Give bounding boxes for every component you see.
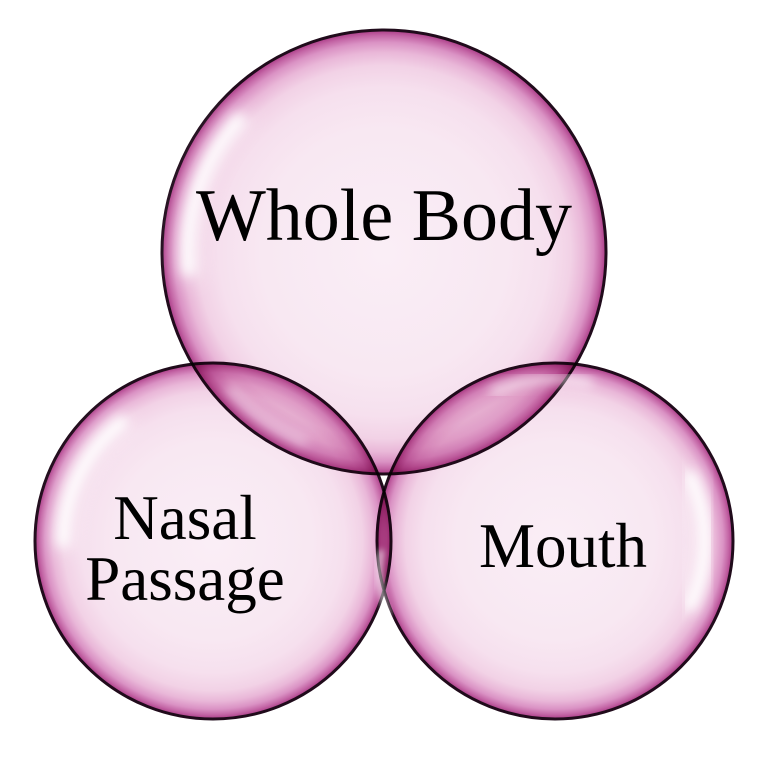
label-whole-body: Whole Body	[196, 175, 572, 257]
gloss-highlight-mouth	[684, 471, 712, 611]
label-mouth: Mouth	[479, 511, 647, 581]
gloss-sheen-top-right-lens	[489, 374, 594, 396]
gloss-highlights-group	[50, 106, 718, 618]
venn-labels-group: Whole Body Nasal Passage Mouth	[85, 175, 647, 614]
label-nasal: Nasal	[113, 483, 256, 553]
venn-circles-group	[33, 28, 735, 721]
gloss-sheen-bottom-lens	[377, 549, 391, 617]
gloss-highlight-nasal	[56, 416, 128, 548]
label-passage: Passage	[85, 544, 284, 614]
venn-circle-whole-body	[160, 28, 608, 476]
gloss-sheen-top-left-lens	[226, 385, 308, 447]
venn-circle-mouth	[375, 361, 735, 721]
gloss-highlight-whole-body	[181, 113, 246, 277]
